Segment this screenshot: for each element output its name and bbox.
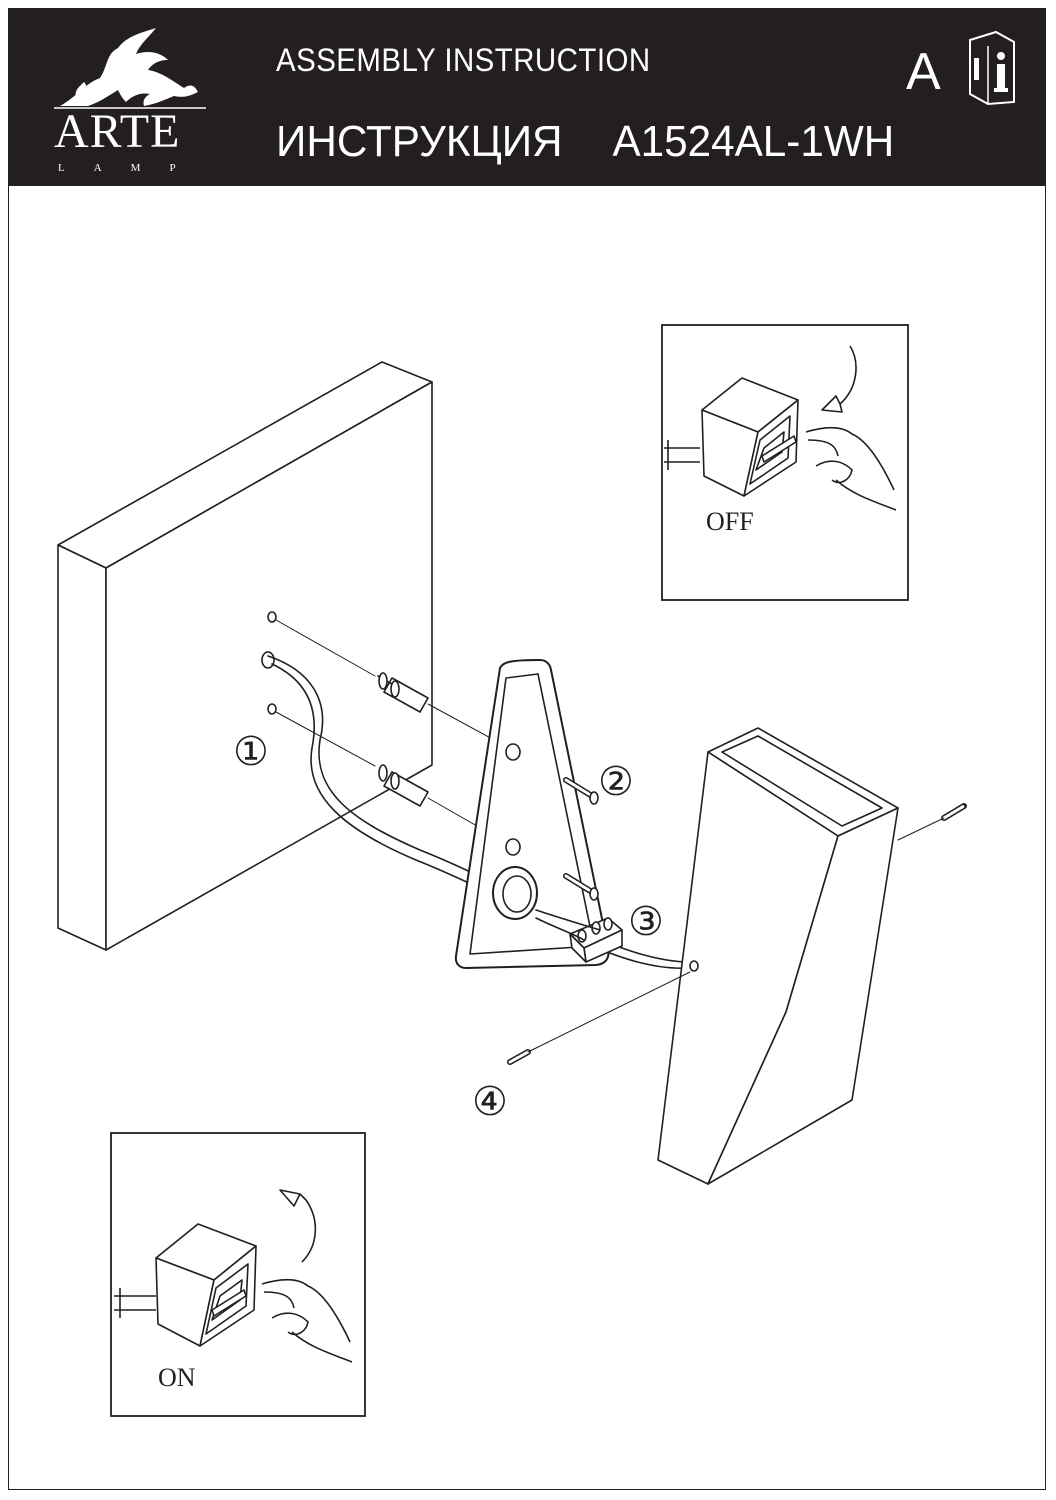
bracket-screw-lower [563,873,599,901]
model-number: A1524AL-1WH [612,117,895,166]
callout-3: ③ [628,899,664,945]
wall-plug-lower [378,764,429,807]
logo-sub: LAMP [58,162,205,174]
title-russian-line: ИНСТРУКЦИЯ A1524AL-1WH [276,120,894,164]
off-hand-icon [805,426,897,511]
page-frame [8,8,1046,1490]
off-switch-box [701,377,799,497]
header-bar: ARTE LAMP ASSEMBLY INSTRUCTION ИНСТРУКЦИ… [8,8,1046,186]
on-label: ON [158,1363,196,1392]
on-arrow-icon [279,1189,317,1263]
off-wire [664,440,700,470]
set-screw-bottom [507,971,691,1065]
callout-2: ② [598,759,634,805]
lamp-housing [657,727,899,1185]
logo-brand: ARTE [54,105,181,158]
switch-on-panel: ON [110,1132,366,1417]
set-screw-right [897,803,967,841]
mounting-bracket [454,659,610,969]
wall-plug-upper [377,672,429,713]
off-arrow-icon [821,345,857,413]
wall-slab [57,361,433,951]
wall-holes [261,611,376,767]
on-hand-icon [261,1278,353,1363]
on-wire [114,1288,156,1318]
manual-info-icon [969,30,1015,106]
language-letter: A [906,43,941,101]
callout-1: ① [233,729,269,775]
title-russian: ИНСТРУКЦИЯ [276,117,563,166]
off-label: OFF [706,507,754,536]
title-english: ASSEMBLY INSTRUCTION [276,42,651,78]
callout-4: ④ [472,1079,508,1125]
bracket-screw-upper [563,777,599,805]
griffin-icon [54,28,206,109]
switch-off-panel: OFF [661,324,909,601]
on-switch-box [155,1223,257,1347]
terminal-block [535,909,623,963]
arte-lamp-logo [48,26,218,186]
